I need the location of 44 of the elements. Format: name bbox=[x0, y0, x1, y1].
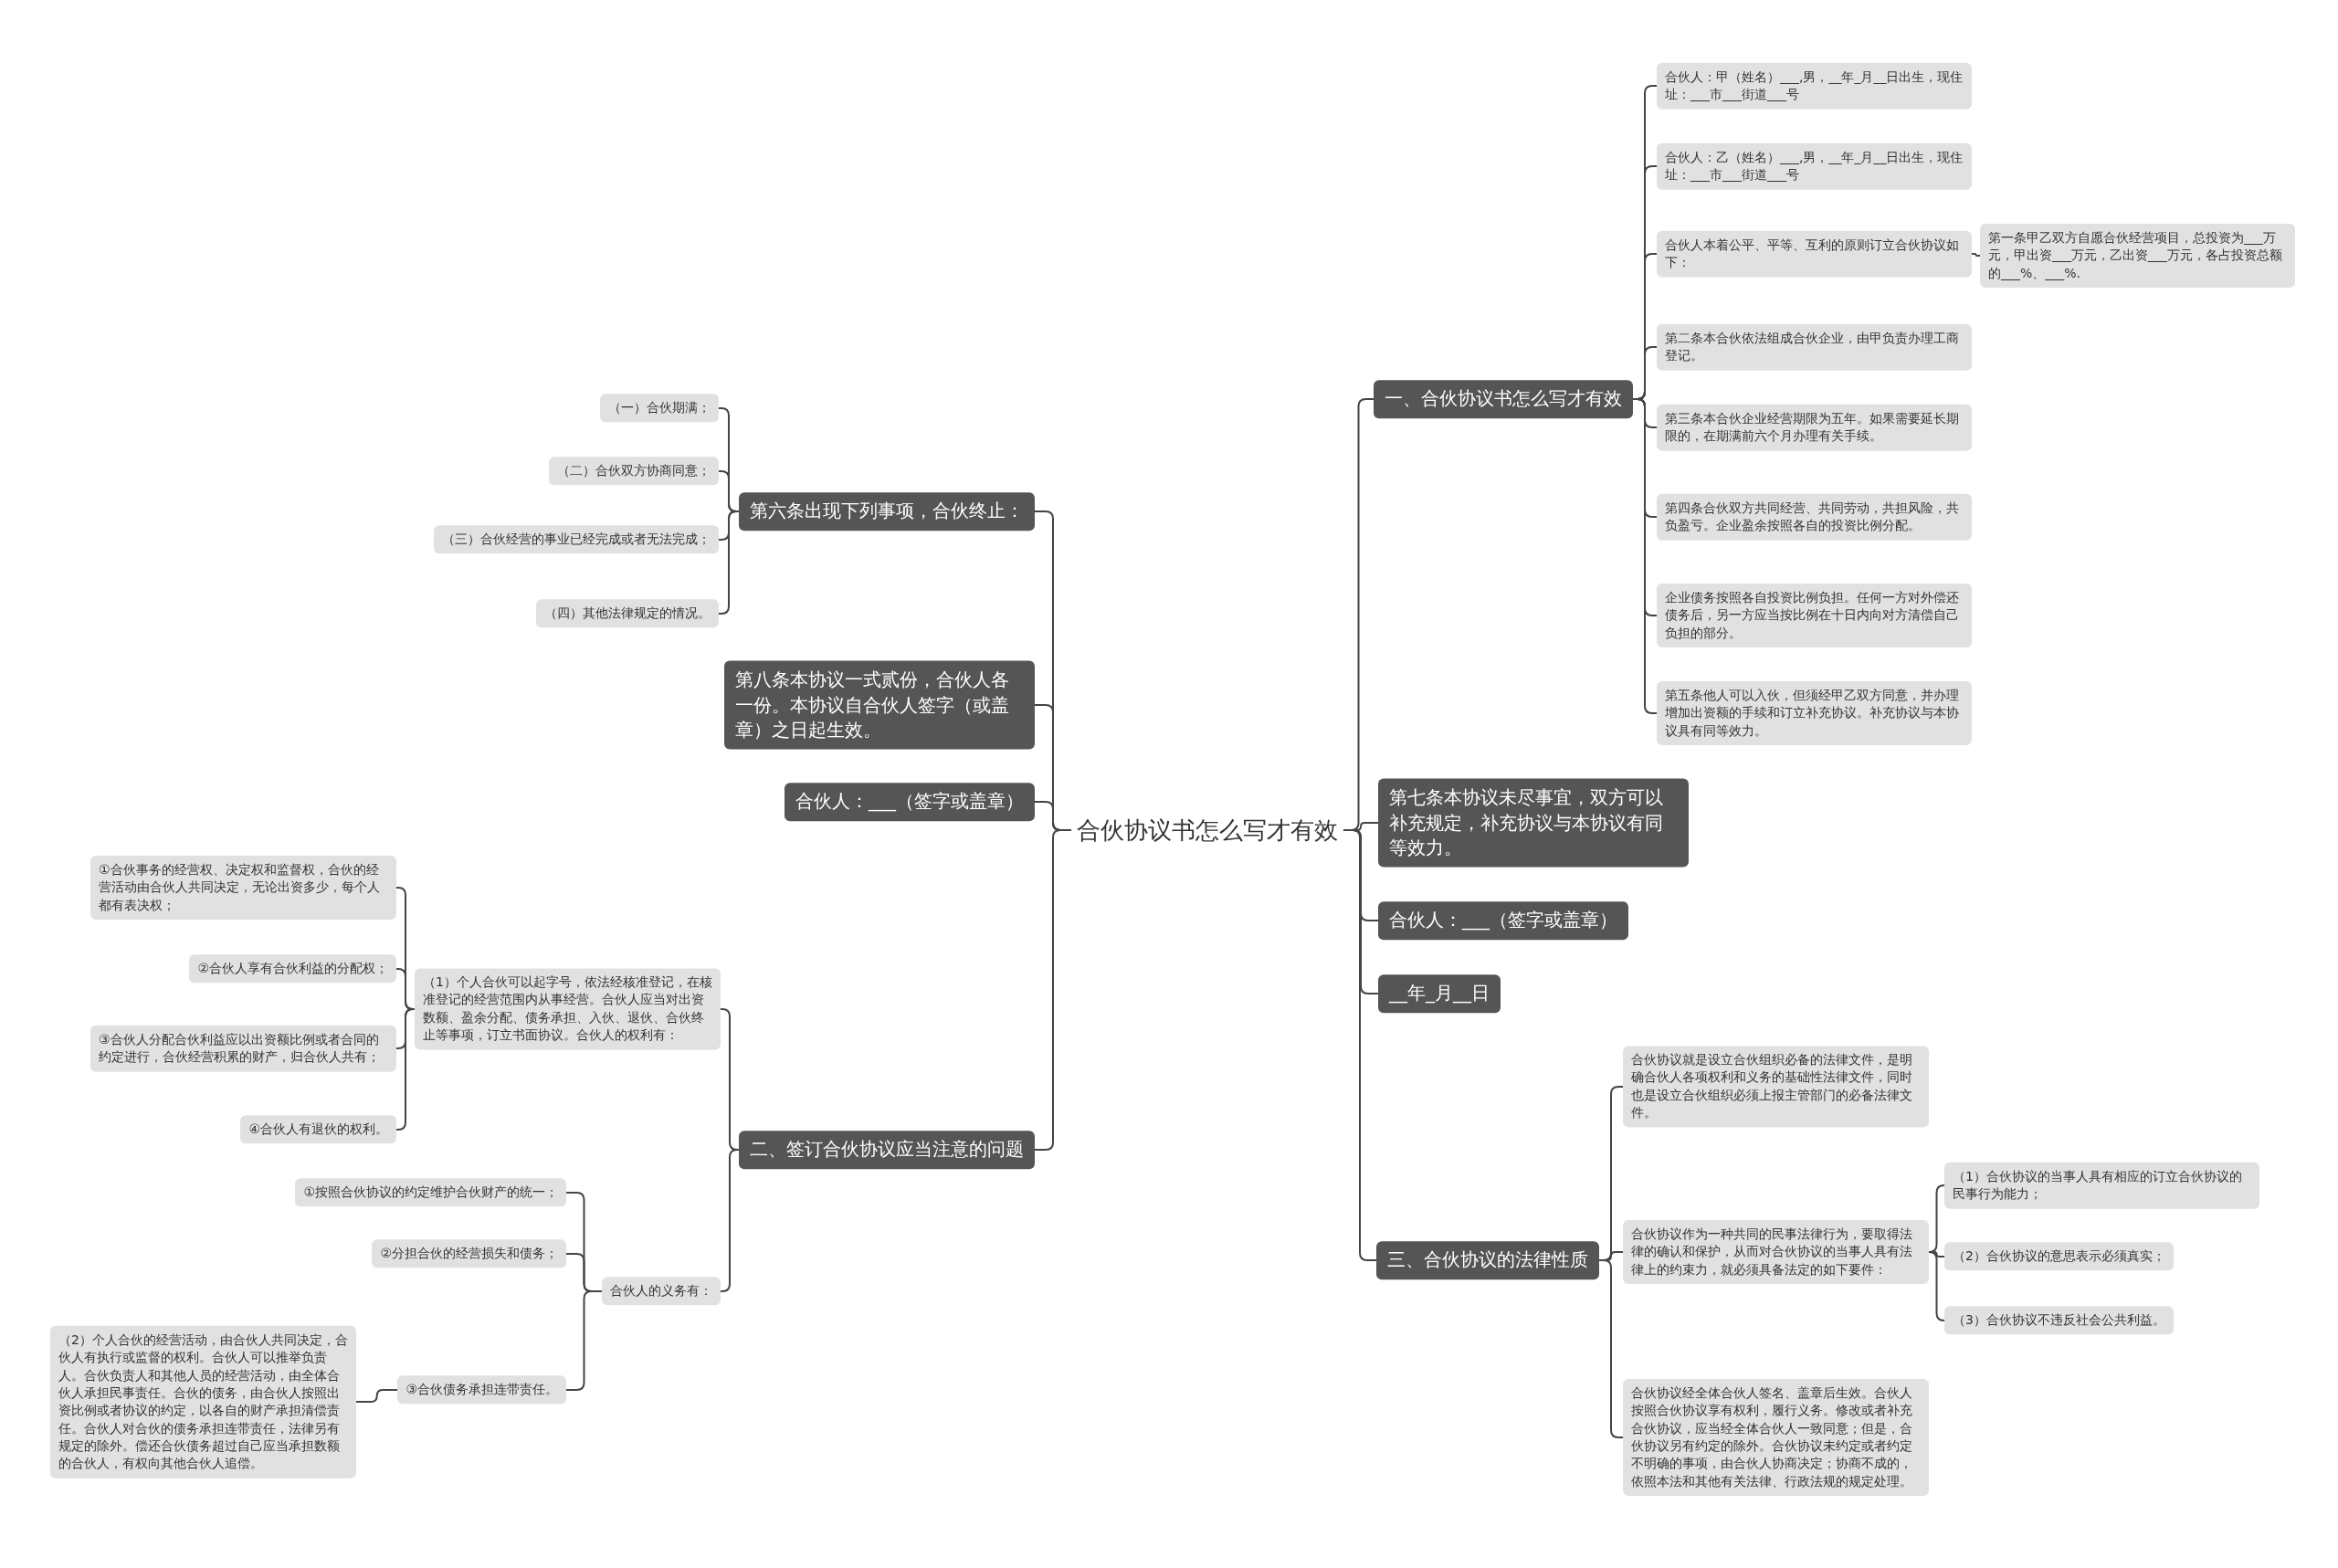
subtopic-box: 第四条合伙双方共同经营、共同劳动，共担风险，共负盈亏。企业盈余按照各自的投资比例分配。 bbox=[1657, 493, 1972, 541]
subtopic-box: （2）合伙协议的意思表示必须真实； bbox=[1944, 1242, 2174, 1271]
subtopic-box: 第三条本合伙企业经营期限为五年。如果需要延长期限的，在期满前六个月办理有关手续。 bbox=[1657, 404, 1972, 451]
topic-box: 第六条出现下列事项，合伙终止： bbox=[739, 492, 1035, 531]
topic-box: __年_月__日 bbox=[1378, 974, 1501, 1013]
topic-box: 第七条本协议未尽事宜，双方可以补充规定，补充协议与本协议有同等效力。 bbox=[1378, 778, 1689, 868]
subtopic-box: 第五条他人可以入伙，但须经甲乙双方同意，并办理增加出资额的手续和订立补充协议。补充协议与本协议具有同等效力。 bbox=[1657, 681, 1972, 745]
subtopic-box: 第二条本合伙依法组成合伙企业，由甲负责办理工商登记。 bbox=[1657, 323, 1972, 371]
subtopic-box: （1）个人合伙可以起字号，依法经核准登记，在核准登记的经营范围内从事经营。合伙人应当对出资数额、盈余分配、债务承担、入伙、退伙、合伙终止等事项，订立书面协议。合伙人的权利有： bbox=[415, 968, 721, 1050]
topic-box: 三、合伙协议的法律性质 bbox=[1376, 1241, 1599, 1279]
connector-line bbox=[720, 1149, 740, 1292]
subtopic-box: ①合伙事务的经营权、决定权和监督权，合伙的经营活动由合伙人共同决定，无论出资多少，每个人都有表决权； bbox=[90, 856, 396, 920]
topic-box: 一、合伙协议书怎么写才有效 bbox=[1374, 380, 1633, 418]
connector-line bbox=[565, 1290, 603, 1391]
subtopic-box: 企业债务按照各自投资比例负担。任何一方对外偿还债务后，另一方应当按比例在十日内向对方清偿自己负担的部分。 bbox=[1657, 584, 1972, 647]
subtopic-box: 合伙协议经全体合伙人签名、盖章后生效。合伙人按照合伙协议享有权利，履行义务。修改或者补充合伙协议，应当经全体合伙人一致同意；但是，合伙协议另有约定的除外。合伙协议未约定或者约定不明确的事项，由合伙人协商决定；协商不成的，依照本法和其他有关法律、行政法规的规定处理。 bbox=[1623, 1379, 1929, 1496]
subtopic-box: ③合伙人分配合伙利益应以出资额比例或者合同的约定进行，合伙经营积累的财产，归合伙人共有； bbox=[90, 1025, 396, 1072]
subtopic-box: 合伙人本着公平、平等、互利的原则订立合伙协议如下： bbox=[1657, 230, 1972, 278]
topic-box: 合伙人：___（签字或盖章） bbox=[785, 783, 1035, 821]
subtopic-box: ①按照合伙协议的约定维护合伙财产的统一； bbox=[295, 1178, 566, 1207]
subtopic-box: （二）合伙双方协商同意； bbox=[549, 457, 719, 486]
topic-box: 二、签订合伙协议应当注意的问题 bbox=[739, 1131, 1035, 1169]
subtopic-box: （3）合伙协议不违反社会公共利益。 bbox=[1944, 1306, 2174, 1335]
topic-box: 第八条本协议一式贰份，合伙人各一份。本协议自合伙人签字（或盖章）之日起生效。 bbox=[724, 660, 1035, 750]
subtopic-box: 合伙协议就是设立合伙组织必备的法律文件，是明确合伙人各项权利和义务的基础性法律文件，同时也是设立合伙组织必须上报主管部门的必备法律文件。 bbox=[1623, 1046, 1929, 1128]
connector-line bbox=[395, 1008, 416, 1131]
subtopic-box: 合伙人的义务有： bbox=[602, 1277, 721, 1306]
subtopic-box: 合伙协议作为一种共同的民事法律行为，要取得法律的确认和保护，从而对合伙协议的当事人具有法律上的约束力，就必须具备法定的如下要件： bbox=[1623, 1220, 1929, 1284]
subtopic-box: （四）其他法律规定的情况。 bbox=[536, 599, 719, 628]
subtopic-box: （2）个人合伙的经营活动，由合伙人共同决定，合伙人有执行或监督的权利。合伙人可以推举负责人。合伙负责人和其他人员的经营活动，由全体合伙人承担民事责任。合伙的债务，由合伙人按照出资比例或者协议的约定，以各自的财产承担清偿责任。合伙人对合伙的债务承担连带责任，法律另有规定的除外。偿还合伙债务超过自己应当承担数额的合伙人，有权向其他合伙人追偿。 bbox=[50, 1325, 356, 1479]
subtopic-box: 第一条甲乙双方自愿合伙经营项目，总投资为___万元，甲出资___万元，乙出资___万元，各占投资总额的___%、___%. bbox=[1980, 224, 2295, 288]
subtopic-box: （一）合伙期满； bbox=[600, 394, 719, 423]
subtopic-box: （三）合伙经营的事业已经完成或者无法完成； bbox=[434, 525, 719, 554]
connector-line bbox=[355, 1389, 399, 1403]
subtopic-box: ④合伙人有退伙的权利。 bbox=[240, 1115, 396, 1144]
connector-line bbox=[1928, 1251, 1945, 1321]
subtopic-box: ②合伙人享有合伙利益的分配权； bbox=[189, 954, 396, 984]
subtopic-box: ③合伙债务承担连带责任。 bbox=[397, 1375, 566, 1405]
connector-line bbox=[1971, 253, 1981, 257]
subtopic-box: ②分担合伙的经营损失和债务； bbox=[372, 1239, 566, 1268]
subtopic-box: （1）合伙协议的当事人具有相应的订立合伙协议的民事行为能力； bbox=[1944, 1162, 2259, 1209]
subtopic-box: 合伙人：乙（姓名）___,男，__年_月__日出生，现住址：___市___街道___号 bbox=[1657, 142, 1972, 190]
subtopic-box: 合伙人：甲（姓名）___,男，__年_月__日出生，现住址：___市___街道___号 bbox=[1657, 62, 1972, 110]
topic-box: 合伙人：___（签字或盖章） bbox=[1378, 901, 1628, 940]
